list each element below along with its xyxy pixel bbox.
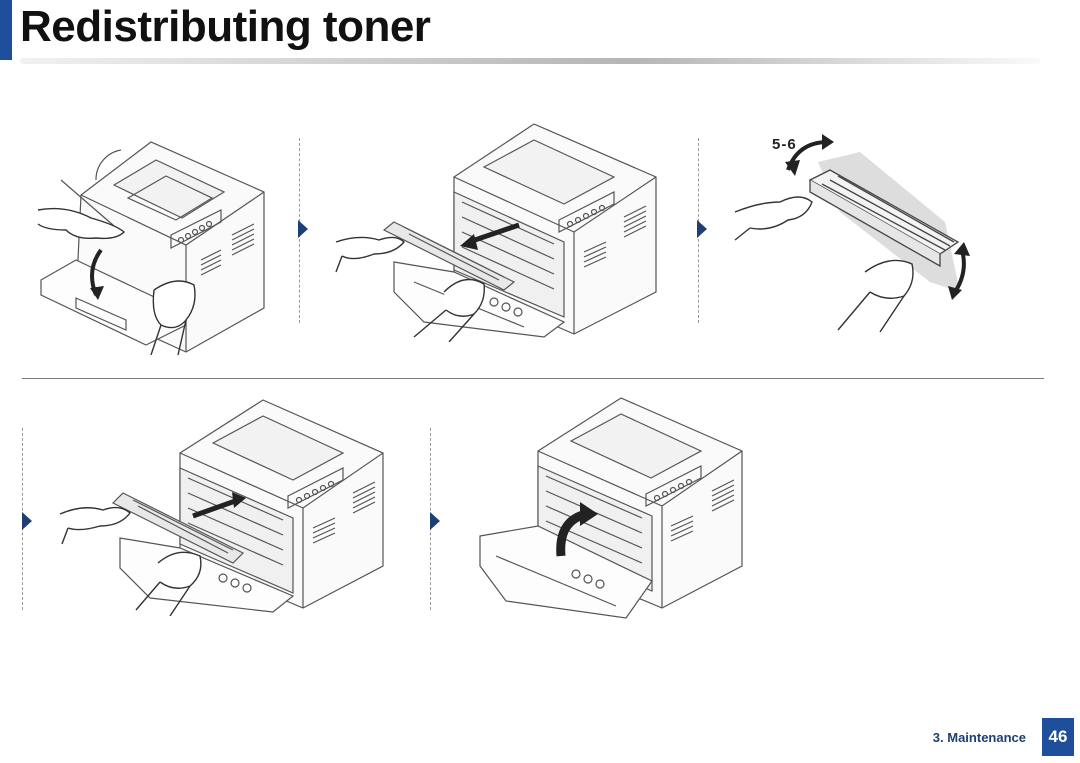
illustration-shake-cartridge — [734, 134, 970, 332]
title-underline — [20, 58, 1040, 64]
section-divider — [22, 378, 1044, 379]
step-arrow-icon — [298, 220, 308, 238]
illustration-remove-cartridge — [335, 123, 657, 342]
step-arrow-icon — [22, 512, 32, 530]
page-number-badge: 46 — [1042, 718, 1074, 756]
title-accent-bar — [0, 0, 12, 60]
illustration-open-front-cover — [37, 141, 265, 355]
step-arrow-icon — [430, 512, 440, 530]
step-arrow-icon — [697, 220, 707, 238]
page-title: Redistributing toner — [20, 2, 431, 51]
footer-section-label: 3. Maintenance — [932, 730, 1026, 745]
illustration-close-front-cover — [479, 397, 743, 619]
illustration-insert-cartridge — [59, 399, 384, 616]
shake-count-label: 5-6 — [772, 136, 797, 153]
